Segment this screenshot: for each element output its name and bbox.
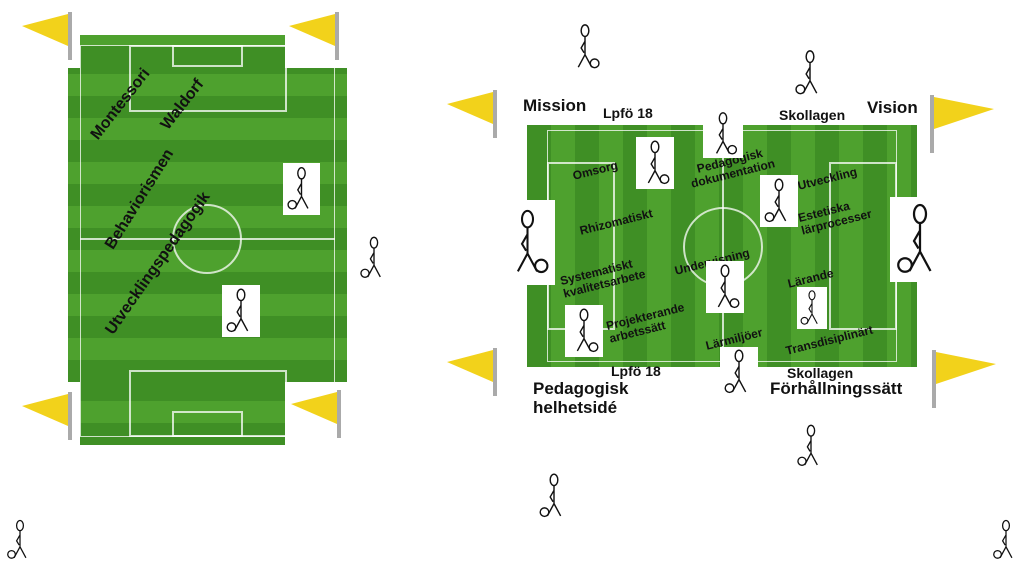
- stick-figure-with-ball-icon: [797, 287, 827, 329]
- stick-figure-with-ball-icon: [760, 175, 798, 227]
- stick-figure-with-ball-icon: [565, 305, 603, 357]
- corner-flag-icon: [445, 348, 515, 408]
- corner-flag-icon: [20, 12, 90, 72]
- side-skollagen-bottom: Skollagen: [787, 365, 854, 381]
- stick-figure-with-ball-icon: [790, 48, 830, 98]
- corner-flag-icon: [20, 392, 90, 452]
- left-center-circle: [172, 204, 242, 274]
- stick-figure-with-ball-icon: [636, 137, 674, 189]
- corner-mission: Mission: [523, 96, 587, 115]
- stick-figure-with-ball-icon: [535, 470, 573, 522]
- corner-flag-icon: [445, 90, 515, 150]
- right-penalty-right: [829, 162, 897, 330]
- stick-figure-with-ball-icon: [890, 197, 950, 282]
- corner-flag-icon: [289, 390, 359, 450]
- left-goalarea-top: [172, 45, 243, 67]
- stick-figure-with-ball-icon: [500, 200, 555, 285]
- side-lpfo-top: Lpfö 18: [603, 105, 653, 121]
- stick-figure-with-ball-icon: [703, 110, 743, 158]
- side-lpfo-bottom: Lpfö 18: [611, 363, 661, 379]
- stick-figure-with-ball-icon: [988, 518, 1024, 562]
- left-goalarea-bottom: [172, 411, 243, 437]
- stick-figure-with-ball-icon: [793, 420, 829, 472]
- stick-figure-with-ball-icon: [706, 261, 744, 313]
- stick-figure-with-ball-icon: [720, 347, 758, 397]
- corner-pedagogisk-helhetside: Pedagogisk helhetsidé: [533, 379, 629, 417]
- stick-figure-with-ball-icon: [356, 233, 392, 283]
- corner-flag-icon: [930, 348, 1000, 408]
- stick-figure-with-ball-icon: [565, 22, 605, 72]
- left-field-top: [80, 35, 285, 68]
- side-skollagen-top: Skollagen: [779, 107, 846, 123]
- stick-figure-with-ball-icon: [2, 518, 38, 562]
- stick-figure-with-ball-icon: [283, 163, 320, 215]
- corner-vision: Vision: [867, 98, 918, 117]
- corner-flag-icon: [287, 12, 357, 72]
- left-field-bottom: [80, 382, 285, 445]
- corner-flag-icon: [928, 93, 998, 153]
- stick-figure-with-ball-icon: [222, 285, 260, 337]
- corner-forhallningssatt: Förhållningssätt: [770, 379, 903, 398]
